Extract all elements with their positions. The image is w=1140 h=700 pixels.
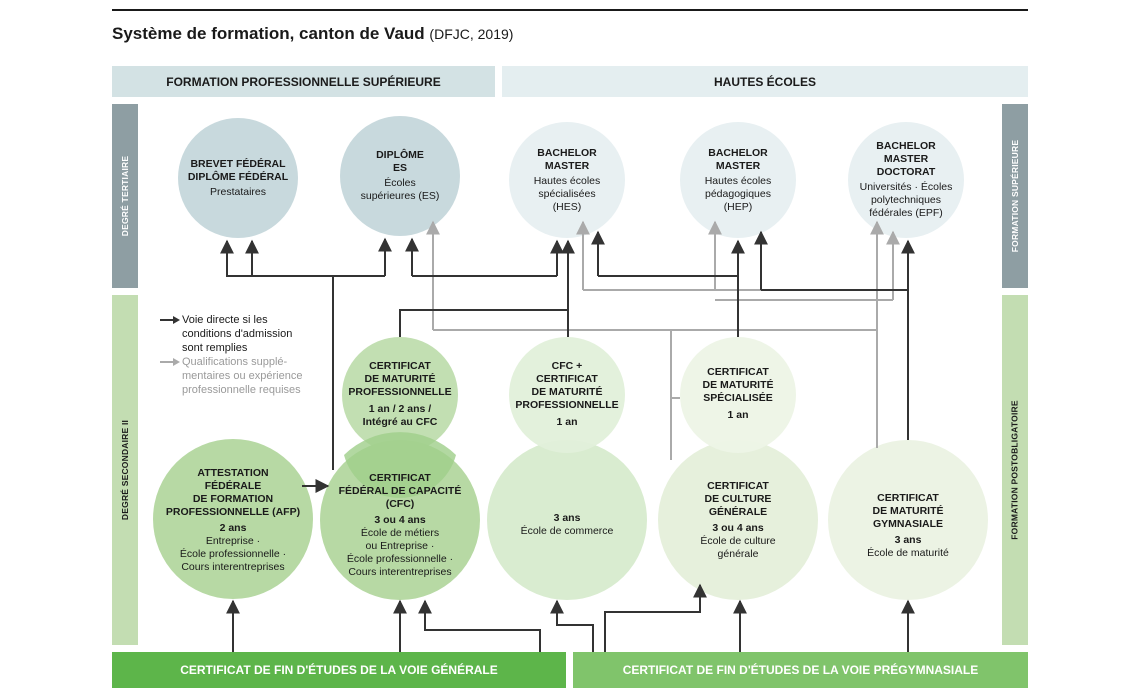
maturite-pro-sub: 1 an / 2 ans / Intégré au CFC — [362, 402, 438, 428]
overlap-lens — [344, 432, 456, 498]
afp-sub: 2 ans — [219, 521, 247, 534]
legend-additional: Qualifications supplé­mentaires ou expé­… — [160, 355, 335, 397]
circle-epf — [848, 122, 964, 238]
circle-culture-generale — [658, 440, 818, 600]
circle-ecole-commerce — [487, 440, 647, 600]
band-voie-pregymnasiale-label: CERTIFICAT DE FIN D'ÉTUDES DE LA VOIE PR… — [622, 663, 979, 677]
culture-generale-title: CERTIFICAT DE CULTURE GÉNÉRALE — [704, 479, 772, 518]
circle-brevet — [178, 118, 298, 238]
band-voie-pregymnasiale: CERTIFICAT DE FIN D'ÉTUDES DE LA VOIE PR… — [573, 652, 1028, 688]
arrow-bottom-commerce — [550, 599, 594, 652]
diplome-es-text: Écoles supérieures (ES) — [360, 177, 440, 202]
side-degre-secondaire: DEGRÉ SECONDAIRE II — [112, 295, 138, 645]
hep-title: BACHELOR MASTER — [708, 146, 768, 172]
arrows-dark — [220, 230, 915, 652]
maturite-spec-sub: 1 an — [727, 409, 749, 421]
legend-direct-arrow-icon — [160, 313, 182, 327]
hes-title: BACHELOR MASTER — [537, 146, 597, 172]
text-cfc-plus: CFC + CERTIFICAT DE MATURITÉ PROFESSIONN… — [507, 336, 627, 452]
gymnasiale-title: CERTIFICAT DE MATURITÉ GYMNASIALE — [872, 492, 944, 530]
hes-text: Hautes écoles spécialisées (HES) — [533, 174, 601, 213]
legend: Voie directe si les conditions d'admissi… — [160, 313, 335, 397]
title-text: Système de formation, canton de Vaud — [112, 24, 425, 43]
text-diplome-es: DIPLÔME ES Écoles supérieures (ES) — [340, 116, 460, 236]
afp-title: ATTESTATION FÉDÉRALE DE FORMATION PROFES… — [165, 466, 301, 518]
text-cfc: CERTIFICAT FÉDÉRAL DE CAPACITÉ (CFC) 3 o… — [325, 455, 475, 595]
culture-generale-sub: 3 ou 4 ans — [712, 521, 764, 534]
circle-gymnasiale — [828, 440, 988, 600]
circle-maturite-pro — [342, 337, 458, 453]
arrow-bottom-culture-2 — [604, 583, 707, 652]
text-maturite-pro: CERTIFICAT DE MATURITÉ PROFESSIONNELLE 1… — [340, 336, 460, 452]
band-voie-generale-label: CERTIFICAT DE FIN D'ÉTUDES DE LA VOIE GÉ… — [180, 663, 498, 677]
band-hautes-ecoles: HAUTES ÉCOLES — [502, 66, 1028, 97]
gymnasiale-text: École de maturité — [867, 547, 949, 559]
text-epf: BACHELOR MASTER DOCTORAT Universités · É… — [846, 120, 966, 240]
culture-generale-text: École de culture générale — [700, 534, 776, 560]
side-formation-postobligatoire: FORMATION POSTOBLIGATOIRE — [1002, 295, 1028, 645]
band-voie-generale: CERTIFICAT DE FIN D'ÉTUDES DE LA VOIE GÉ… — [112, 652, 566, 688]
band-right-label: HAUTES ÉCOLES — [713, 74, 816, 89]
band-left-label: FORMATION PROFESSIONNELLE SUPÉRIEURE — [166, 74, 441, 89]
text-hep: BACHELOR MASTER Hautes écoles pédagogiqu… — [678, 120, 798, 240]
circle-hep — [680, 122, 796, 238]
circle-hes — [509, 122, 625, 238]
side-formation-superieure: FORMATION SUPÉRIEURE — [1002, 104, 1028, 288]
arrow-bottom-cfc-2 — [418, 599, 541, 652]
text-ecole-commerce: 3 ans École de commerce — [497, 480, 637, 570]
page-title: Système de formation, canton de Vaud (DF… — [112, 24, 513, 44]
cfc-sub: 3 ou 4 ans — [374, 513, 426, 526]
legend-direct-label: Voie directe si les conditions d'admissi… — [182, 314, 293, 354]
hep-text: Hautes écoles pédagogiques (HEP) — [704, 174, 772, 213]
maturite-pro-title: CERTIFICAT DE MATURITÉ PROFESSIONNELLE — [348, 359, 452, 398]
side-degre-tertiaire: DEGRÉ TERTIAIRE — [112, 104, 138, 288]
legend-additional-arrow-icon — [160, 355, 182, 369]
cfc-text: École de métiers ou Entreprise · École p… — [346, 526, 454, 578]
title-source: (DFJC, 2019) — [429, 26, 514, 42]
diplome-es-title: DIPLÔME ES — [376, 149, 424, 174]
ecole-commerce-sub: 3 ans — [553, 512, 581, 524]
arrows-light — [426, 220, 900, 460]
text-hes: BACHELOR MASTER Hautes écoles spécialisé… — [507, 120, 627, 240]
circle-diplome-es — [340, 116, 460, 236]
text-afp: ATTESTATION FÉDÉRALE DE FORMATION PROFES… — [158, 450, 308, 590]
ecole-commerce-text: École de commerce — [520, 525, 614, 537]
circle-maturite-spec — [680, 337, 796, 453]
epf-title: BACHELOR MASTER DOCTORAT — [876, 140, 936, 178]
cfc-plus-title: CFC + CERTIFICAT DE MATURITÉ PROFESSIONN… — [515, 359, 619, 411]
cfc-plus-sub: 1 an — [556, 415, 578, 428]
legend-direct: Voie directe si les conditions d'admissi… — [160, 313, 335, 355]
brevet-text: Prestataires — [209, 185, 267, 198]
text-brevet: BREVET FÉDÉRAL DIPLÔME FÉDÉRAL Prestatai… — [178, 118, 298, 238]
title-rule — [112, 9, 1028, 11]
line-matpro-up — [399, 309, 568, 337]
text-culture-generale: CERTIFICAT DE CULTURE GÉNÉRALE 3 ou 4 an… — [668, 460, 808, 580]
text-maturite-spec: CERTIFICAT DE MATURITÉ SPÉCIALISÉE 1 an — [678, 336, 798, 452]
epf-text: Universités · Écoles polytechniques fédé… — [859, 181, 953, 219]
brevet-title: BREVET FÉDÉRAL DIPLÔME FÉDÉRAL — [187, 157, 289, 183]
text-gymnasiale: CERTIFICAT DE MATURITÉ GYMNASIALE 3 ans … — [838, 466, 978, 586]
band-formation-professionnelle-superieure: FORMATION PROFESSIONNELLE SUPÉRIEURE — [112, 66, 495, 97]
circles — [153, 116, 988, 600]
gymnasiale-sub: 3 ans — [894, 534, 922, 546]
circle-afp — [153, 439, 313, 599]
line-brevet-h — [226, 265, 385, 277]
circle-cfc-plus — [509, 337, 625, 453]
afp-text: Entreprise · École professionnelle · Cou… — [179, 534, 287, 573]
cfc-title: CERTIFICAT FÉDÉRAL DE CAPACITÉ (CFC) — [338, 471, 462, 510]
maturite-spec-title: CERTIFICAT DE MATURITÉ SPÉCIALISÉE — [702, 366, 774, 404]
legend-additional-label: Qualifications supplé­mentaires ou expé­… — [182, 356, 303, 396]
